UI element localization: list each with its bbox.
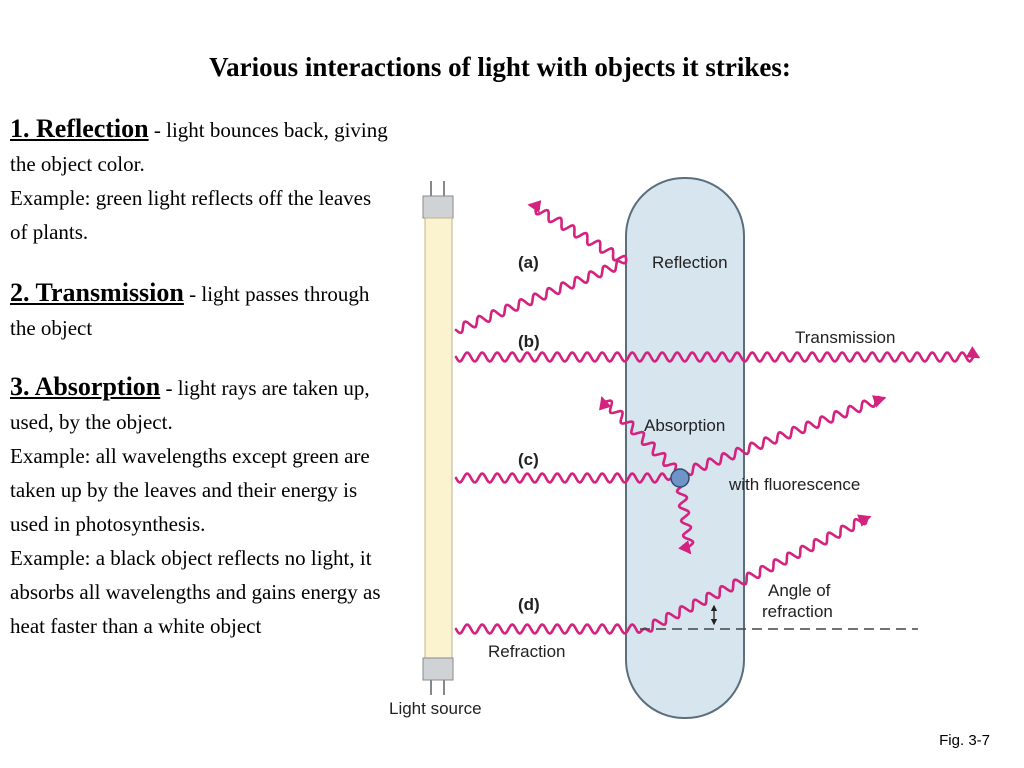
refraction-label: Refraction bbox=[488, 642, 565, 661]
absorption-example-black-object: Example: a black object reflects no ligh… bbox=[10, 546, 381, 638]
transmission-heading: 2. Transmission bbox=[10, 278, 184, 307]
marker-b: (b) bbox=[518, 332, 540, 351]
slide-title: Various interactions of light with objec… bbox=[209, 52, 791, 82]
refraction-incident-ray bbox=[454, 623, 647, 635]
fluorescence-ray-up-left bbox=[599, 396, 678, 472]
marker-a: (a) bbox=[518, 253, 539, 272]
light-rays bbox=[454, 200, 981, 635]
reflection-text-block: 1. Reflection - light bounces back, givi… bbox=[10, 112, 390, 249]
light-source-tube bbox=[422, 181, 454, 695]
absorption-label: Absorption bbox=[644, 416, 725, 435]
reflection-heading: 1. Reflection bbox=[10, 114, 149, 143]
reflection-label: Reflection bbox=[652, 253, 728, 272]
reflection-reflected-ray bbox=[527, 200, 628, 264]
refraction-refracted-ray bbox=[644, 514, 872, 633]
absorption-example-leaves: Example: all wavelengths except green ar… bbox=[10, 444, 370, 536]
absorption-heading: 3. Absorption bbox=[10, 372, 161, 401]
transparent-object bbox=[625, 177, 745, 719]
marker-c: (c) bbox=[518, 450, 539, 469]
absorbing-molecule bbox=[670, 468, 690, 488]
angle-label-line1: Angle of bbox=[768, 581, 831, 600]
transmission-text-block: 2. Transmission - light passes through t… bbox=[10, 276, 390, 345]
light-source-label: Light source bbox=[389, 699, 482, 718]
fluorescence-ray-down bbox=[675, 485, 695, 555]
figure-caption: Fig. 3-7 bbox=[939, 732, 990, 749]
fluorescence-ray-up-right bbox=[684, 395, 887, 477]
transmission-label: Transmission bbox=[795, 328, 895, 347]
reflection-incident-ray bbox=[454, 259, 627, 335]
transmission-definition: - light passes through the object bbox=[10, 282, 370, 340]
absorption-incident-ray bbox=[454, 472, 674, 484]
transmission-ray bbox=[454, 346, 981, 364]
marker-d: (d) bbox=[518, 595, 540, 614]
fluorescence-label: with fluorescence bbox=[728, 475, 860, 494]
absorption-text-block: 3. Absorption - light rays are taken up,… bbox=[10, 370, 390, 643]
reflection-definition: - light bounces back, giving the object … bbox=[10, 118, 388, 176]
reflection-example: Example: green light reflects off the le… bbox=[10, 186, 372, 244]
absorption-definition: - light rays are taken up, used, by the … bbox=[10, 376, 370, 434]
angle-label-line2: refraction bbox=[762, 602, 833, 621]
